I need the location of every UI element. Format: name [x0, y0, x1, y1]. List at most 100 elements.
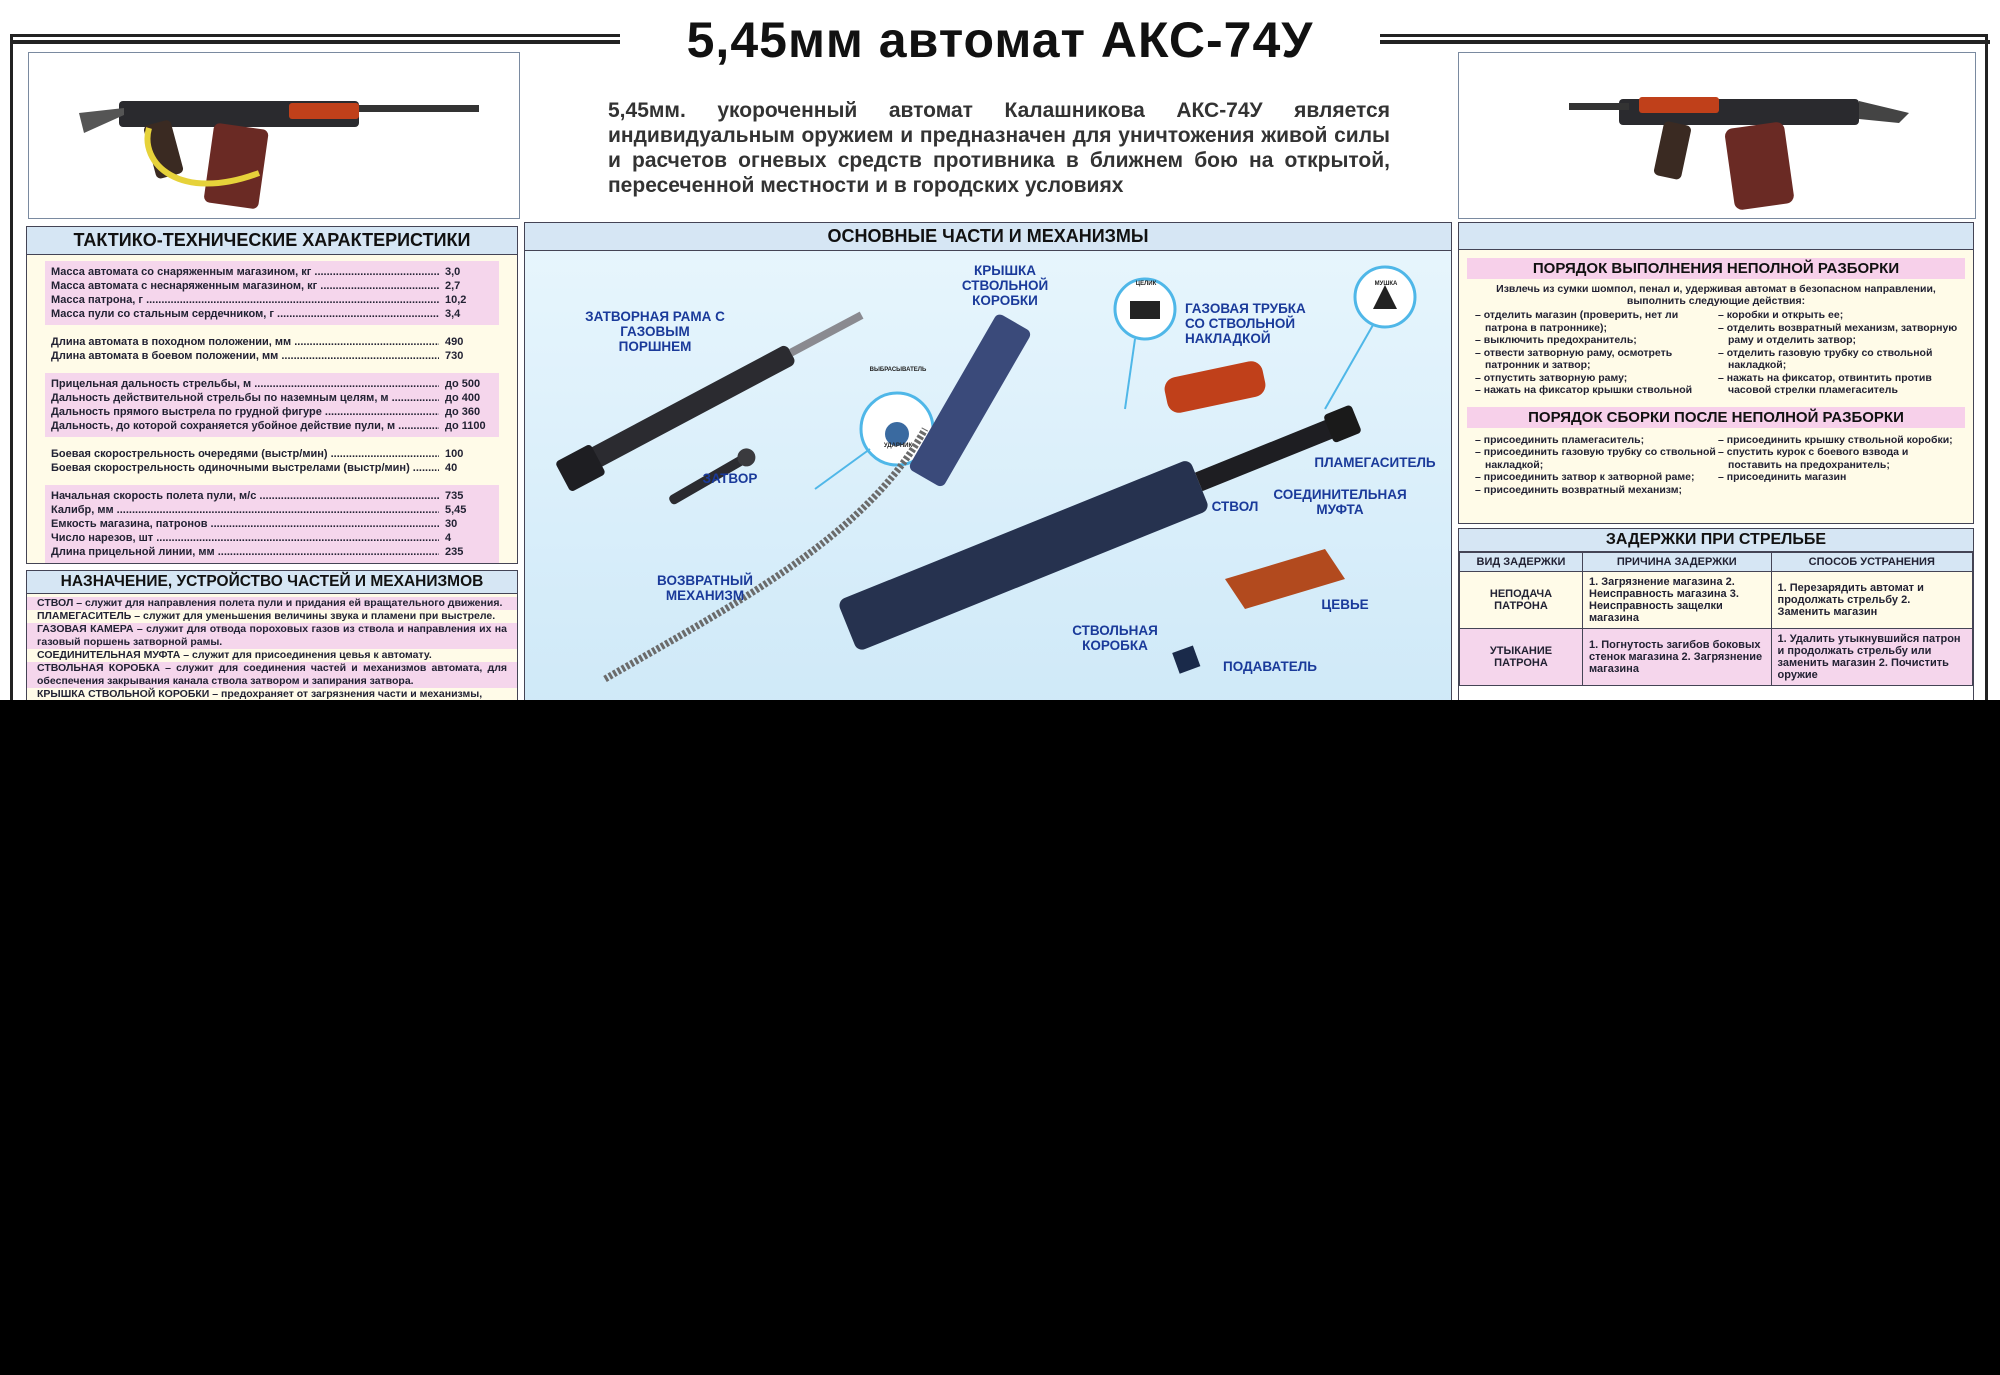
label-firing-pin: УДАРНИК — [883, 443, 913, 449]
intro-text: 5,45мм. укороченный автомат Калашникова … — [608, 99, 1390, 197]
delay-fix: 1. Перезарядить автомат и продолжать стр… — [1770, 571, 1973, 629]
table-row: НЕПОДАЧА ПАТРОНА 1. Загрязнение магазина… — [1459, 571, 1973, 629]
purpose-line: СОЕДИНИТЕЛЬНАЯ МУФТА – служит для присое… — [37, 649, 432, 661]
spec-row: Боевая скорострельность одиночными выстр… — [51, 461, 493, 475]
receiver-barrel-shape — [839, 405, 1361, 650]
specs-group-mass: Масса автомата со снаряженным магазином,… — [45, 261, 499, 325]
gas-tube-shape — [1164, 361, 1266, 413]
spec-row: Масса пули со стальным сердечником, г3,4 — [51, 307, 493, 321]
label-handguard: ЦЕВЬЕ — [1321, 597, 1369, 612]
purpose-line: СТВОЛ – служит для направления полета пу… — [27, 597, 517, 610]
delay-type: УТЫКАНИЕ ПАТРОНА — [1459, 628, 1583, 686]
list-item: присоединить возвратный механизм; — [1484, 484, 1716, 497]
list-item: присоединить пламегаситель; — [1484, 434, 1716, 447]
purpose-line: КРЫШКА СТВОЛЬНОЙ КОРОБКИ – предохраняет … — [37, 688, 483, 700]
spec-row: Боевая скорострельность очередями (выстр… — [51, 447, 493, 461]
list-item: присоединить магазин — [1727, 471, 1959, 484]
list-item: коробки и открыть ее; — [1727, 309, 1959, 322]
label-barrel: СТВОЛ — [1211, 499, 1259, 514]
spec-row: Масса автомата с неснаряженным магазином… — [51, 279, 493, 293]
assembly-steps: присоединить пламегаситель; присоединить… — [1459, 432, 1973, 499]
assembly-steps-left: присоединить пламегаситель; присоединить… — [1473, 434, 1716, 497]
list-item: присоединить затвор к затворной раме; — [1484, 471, 1716, 484]
delay-cause: 1. Загрязнение магазина 2. Неисправность… — [1582, 571, 1772, 629]
label-gas-tube: ГАЗОВАЯ ТРУБКА СО СТВОЛЬНОЙ НАКЛАДКОЙ — [1185, 301, 1306, 346]
disassembly-header-bar — [1459, 223, 1973, 250]
specs-group-ballistics: Начальная скорость полета пули, м/с735 К… — [45, 485, 499, 563]
bolt-shape — [669, 448, 756, 505]
purpose-heading: НАЗНАЧЕНИЕ, УСТРОЙСТВО ЧАСТЕЙ И МЕХАНИЗМ… — [27, 571, 517, 594]
rifle-photo-side — [1458, 52, 1976, 219]
delays-heading: ЗАДЕРЖКИ ПРИ СТРЕЛЬБЕ — [1459, 529, 1973, 552]
list-item: отделить магазин (проверить, нет ли патр… — [1484, 309, 1716, 334]
parts-panel: ОСНОВНЫЕ ЧАСТИ И МЕХАНИЗМЫ — [524, 222, 1452, 700]
exploded-view-illustration — [556, 265, 1417, 683]
spec-row: Дальность действительной стрельбы по наз… — [51, 391, 493, 405]
list-item: спустить курок с боевого взвода и постав… — [1727, 446, 1959, 471]
spec-row: Масса патрона, г10,2 — [51, 293, 493, 307]
list-item: отделить возвратный механизм, затворную … — [1727, 322, 1959, 347]
return-spring-shape — [603, 427, 929, 683]
spec-row: Масса автомата со снаряженным магазином,… — [51, 265, 493, 279]
column-header: СПОСОБ УСТРАНЕНИЯ — [1770, 552, 1973, 572]
title-rule-right — [1380, 40, 1990, 44]
purpose-line: СТВОЛЬНАЯ КОРОБКА – служит для соединени… — [27, 662, 517, 688]
list-item: нажать на фиксатор, отвинтить против час… — [1727, 372, 1959, 397]
bolt-carrier-shape — [556, 311, 864, 491]
title-rule-left — [10, 40, 620, 44]
purpose-panel: НАЗНАЧЕНИЕ, УСТРОЙСТВО ЧАСТЕЙ И МЕХАНИЗМ… — [26, 570, 518, 700]
spec-row: Калибр, мм5,45 — [51, 503, 493, 517]
follower-shape — [1172, 645, 1201, 674]
spec-row: Длина автомата в боевом положении, мм730 — [51, 349, 493, 363]
label-follower: ПОДАВАТЕЛЬ — [1223, 659, 1317, 674]
disassembly-panel: ПОРЯДОК ВЫПОЛНЕНИЯ НЕПОЛНОЙ РАЗБОРКИ Изв… — [1458, 222, 1974, 524]
delay-fix: 1. Удалить утыкнувшийся патрон и продолж… — [1770, 628, 1973, 686]
handguard-shape — [1225, 549, 1345, 609]
disassembly-steps: отделить магазин (проверить, нет ли патр… — [1459, 307, 1973, 399]
label-receiver-cover: КРЫШКА СТВОЛЬНОЙ КОРОБКИ — [961, 263, 1049, 308]
spec-row: Дальность прямого выстрела по грудной фи… — [51, 405, 493, 419]
assembly-steps-right: присоединить крышку ствольной коробки; с… — [1716, 434, 1959, 497]
spec-row: Начальная скорость полета пули, м/с735 — [51, 489, 493, 503]
receiver-cover-shape — [909, 314, 1031, 487]
delays-table: ВИД ЗАДЕРЖКИ ПРИЧИНА ЗАДЕРЖКИ СПОСОБ УСТ… — [1459, 552, 1973, 686]
poster: 5,45мм автомат АКС-74У 5,45мм. укороченн… — [0, 0, 2000, 700]
list-item: отвести затворную раму, осмотреть патрон… — [1484, 347, 1716, 372]
spec-row: Число нарезов, шт4 — [51, 531, 493, 545]
label-extractor: ВЫБРАСЫВАТЕЛЬ — [869, 367, 927, 373]
delays-panel: ЗАДЕРЖКИ ПРИ СТРЕЛЬБЕ ВИД ЗАДЕРЖКИ ПРИЧИ… — [1458, 528, 1974, 700]
delay-type: НЕПОДАЧА ПАТРОНА — [1459, 571, 1583, 629]
disassembly-intro: Извлечь из сумки шомпол, пенал и, удержи… — [1496, 283, 1936, 307]
spec-row: Длина прицельной линии, мм235 — [51, 545, 493, 559]
spec-row: Дальность, до которой сохраняется убойно… — [51, 419, 493, 433]
list-item: присоединить газовую трубку со ствольной… — [1484, 446, 1716, 471]
label-receiver: СТВОЛЬНАЯ КОРОБКА — [1072, 623, 1158, 653]
spec-row: Емкость магазина, патронов30 — [51, 517, 493, 531]
table-header-row: ВИД ЗАДЕРЖКИ ПРИЧИНА ЗАДЕРЖКИ СПОСОБ УСТ… — [1459, 552, 1973, 572]
label-return-spring: ВОЗВРАТНЫЙ МЕХАНИЗМ — [657, 573, 753, 603]
label-bolt: ЗАТВОР — [702, 471, 758, 486]
parts-heading: ОСНОВНЫЕ ЧАСТИ И МЕХАНИЗМЫ — [525, 223, 1451, 251]
column-header: ПРИЧИНА ЗАДЕРЖКИ — [1582, 552, 1772, 572]
specs-group-rate: Боевая скорострельность очередями (выстр… — [45, 443, 499, 479]
label-bolt-carrier: ЗАТВОРНАЯ РАМА С ГАЗОВЫМ ПОРШНЕМ — [585, 309, 725, 354]
spec-row: Прицельная дальность стрельбы, мдо 500 — [51, 377, 493, 391]
spec-row: Длина автомата в походном положении, мм4… — [51, 335, 493, 349]
purpose-line: ГАЗОВАЯ КАМЕРА – служит для отвода порох… — [27, 623, 517, 649]
delay-cause: 1. Погнутость загибов боковых стенок маг… — [1582, 628, 1772, 686]
specs-group-range: Прицельная дальность стрельбы, мдо 500 Д… — [45, 373, 499, 437]
purpose-line: ПЛАМЕГАСИТЕЛЬ – служит для уменьшения ве… — [37, 610, 496, 622]
list-item: отпустить затворную раму; — [1484, 372, 1716, 385]
column-header: ВИД ЗАДЕРЖКИ — [1459, 552, 1583, 572]
list-item: нажать на фиксатор крышки ствольной — [1484, 384, 1716, 397]
disassembly-steps-right: коробки и открыть ее; отделить возвратны… — [1716, 309, 1959, 397]
list-item: выключить предохранитель; — [1484, 334, 1716, 347]
poster-title: 5,45мм автомат АКС-74У — [620, 10, 1380, 70]
specs-panel: ТАКТИКО-ТЕХНИЧЕСКИЕ ХАРАКТЕРИСТИКИ Масса… — [26, 226, 518, 564]
table-row: УТЫКАНИЕ ПАТРОНА 1. Погнутость загибов б… — [1459, 628, 1973, 686]
label-rear-sight: ЦЕЛИК — [1135, 281, 1157, 287]
disassembly-heading: ПОРЯДОК ВЫПОЛНЕНИЯ НЕПОЛНОЙ РАЗБОРКИ — [1467, 258, 1965, 279]
rifle-photo-stock-folded — [28, 52, 520, 219]
specs-heading: ТАКТИКО-ТЕХНИЧЕСКИЕ ХАРАКТЕРИСТИКИ — [27, 227, 517, 255]
list-item: присоединить крышку ствольной коробки; — [1727, 434, 1959, 447]
